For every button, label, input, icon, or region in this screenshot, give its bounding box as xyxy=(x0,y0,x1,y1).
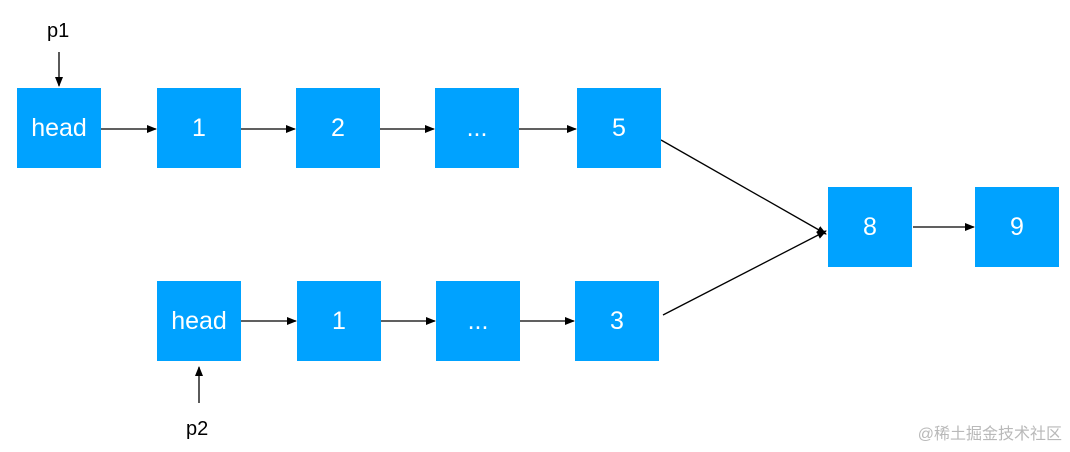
list1-node-ellipsis: ... xyxy=(435,88,519,168)
list1-node-2: 2 xyxy=(296,88,380,168)
pointer-p2-label: p2 xyxy=(186,418,209,440)
list2-node-3: 3 xyxy=(575,281,659,361)
arrow-5-to-8 xyxy=(660,139,827,235)
list2-node-1: 1 xyxy=(297,281,381,361)
list1-node-5: 5 xyxy=(577,88,661,168)
arrow-3-to-8 xyxy=(662,230,827,316)
pointer-p1-label: p1 xyxy=(47,20,70,42)
watermark: @稀土掘金技术社区 xyxy=(917,426,1062,443)
list1-node-head: head xyxy=(17,88,101,168)
list1-node-1: 1 xyxy=(157,88,241,168)
list2-node-head: head xyxy=(157,281,241,361)
shared-node-8: 8 xyxy=(828,187,912,267)
list2-node-ellipsis: ... xyxy=(436,281,520,361)
shared-node-9: 9 xyxy=(975,187,1059,267)
